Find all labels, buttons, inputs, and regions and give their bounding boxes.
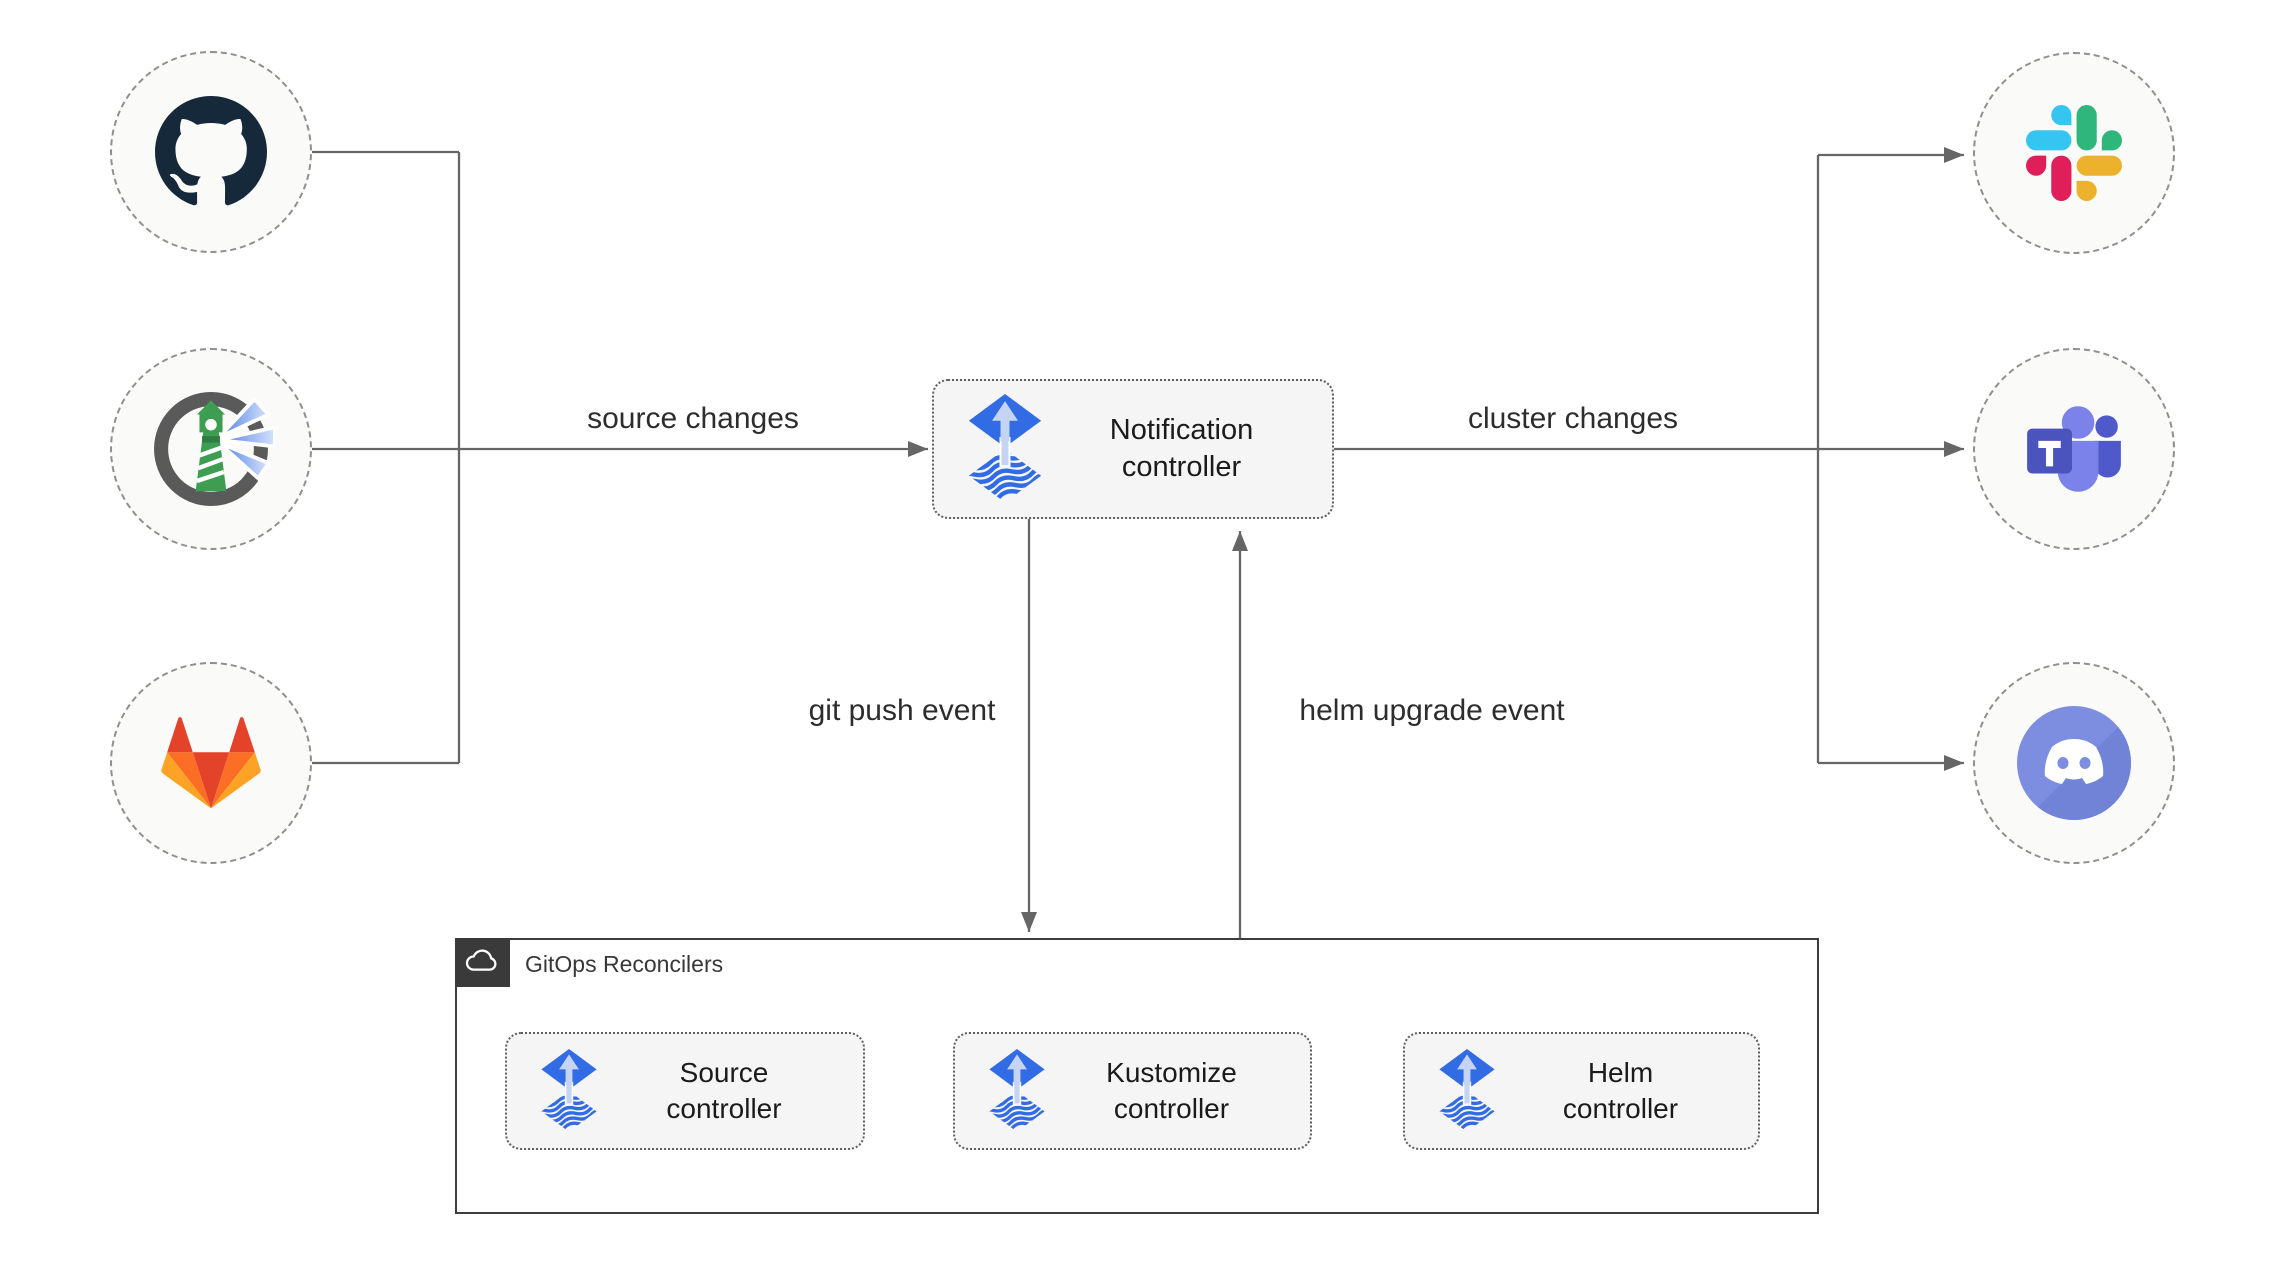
edge-label-helm-upgrade-event: helm upgrade event (1299, 694, 1565, 727)
kustomize-controller-node: Kustomize controller (953, 1032, 1312, 1150)
kustomize-controller-label: Kustomize controller (1106, 1057, 1237, 1124)
github-node (110, 51, 312, 253)
slack-icon (2026, 105, 2122, 201)
flux-icon (507, 1049, 599, 1133)
notification-controller-node: Notification controller (932, 379, 1334, 519)
group-title: GitOps Reconcilers (525, 951, 724, 977)
gitlab-node (110, 662, 312, 864)
ms-teams-node (1973, 348, 2175, 550)
flux-icon (934, 394, 1045, 504)
edge-label-cluster-changes: cluster changes (1467, 402, 1679, 435)
ms-teams-icon (2021, 400, 2127, 498)
discord-icon (2014, 703, 2134, 823)
helm-controller-label: Helm controller (1562, 1057, 1679, 1124)
github-icon (155, 96, 267, 208)
edge-label-source-changes: source changes (587, 402, 799, 435)
harbor-icon (147, 385, 275, 513)
helm-controller-node: Helm controller (1403, 1032, 1760, 1150)
harbor-node (110, 348, 312, 550)
notification-controller-label: Notification controller (1109, 413, 1254, 483)
source-controller-node: Source controller (505, 1032, 865, 1150)
slack-node (1973, 52, 2175, 254)
cloud-icon (463, 947, 501, 977)
group-badge (454, 937, 510, 987)
flux-icon (955, 1049, 1047, 1133)
left-bus-line (312, 150, 461, 765)
edge-label-git-push-event: git push event (808, 694, 996, 727)
flux-icon (1405, 1049, 1497, 1133)
discord-node (1973, 662, 2175, 864)
gitlab-icon (159, 713, 263, 813)
source-controller-label: Source controller (666, 1057, 782, 1124)
